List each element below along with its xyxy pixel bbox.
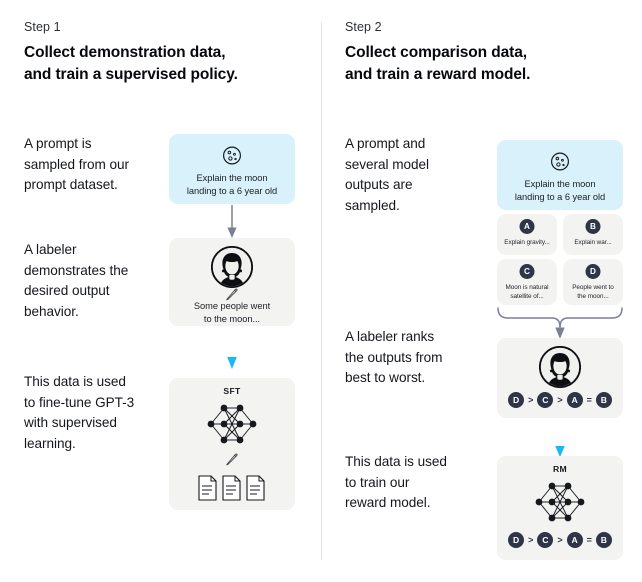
step-2-paragraph-3: This data is used to train our reward mo… [345,454,447,511]
rank-badge-c: C [537,392,554,408]
option-card-a[interactable]: A Explain gravity... [497,214,557,255]
arrow-rank-to-rm-icon [553,422,567,458]
arrow-prompt-to-labeler-icon [225,205,239,239]
option-text-b: Explain war... [574,239,612,246]
pencil-icon [225,452,240,467]
option-text-a: Explain gravity... [504,239,550,246]
rm-model-label: RM [553,464,567,474]
step-2-rank-card[interactable]: D > C > A = B [497,338,623,418]
step-2-prompt-line-1: Explain the moon [524,179,596,189]
rank-op-3: = [586,395,592,405]
step-1-labeler-card[interactable]: Some people went to the moon... [169,238,295,326]
step-1-sft-card[interactable]: SFT [169,378,295,510]
reward-card-ranking: D > C > A = B [497,532,623,548]
arrow-options-brace-icon [493,306,627,340]
step-2-column: Step 2 Collect comparison data, and trai… [321,0,642,582]
pencil-icon [225,287,240,302]
sft-model-label: SFT [223,386,241,396]
rm-badge-d: D [508,532,525,548]
option-text-c: Moon is natural satellite of... [505,284,549,301]
step-1-prompt-line-1: Explain the moon [196,173,268,183]
neural-network-icon [531,478,589,526]
option-badge-b: B [585,219,601,234]
rank-op-2: > [557,395,563,405]
step-1-title-line-1: Collect demonstration data, [24,44,226,61]
step-2-title: Collect comparison data, and train a rew… [345,42,630,86]
rm-badge-c: C [537,532,554,548]
option-card-c[interactable]: C Moon is natural satellite of... [497,259,557,305]
step-1-title: Collect demonstration data, and train a … [24,42,304,86]
rm-badge-a: A [566,532,583,548]
step-1-column: Step 1 Collect demonstration data, and t… [24,20,304,510]
step-1-labeler-line-1: Some people went [193,301,271,311]
labeler-avatar [538,345,582,389]
rank-badge-a: A [566,392,583,408]
rm-op-3: = [586,535,592,545]
option-badge-a: A [519,219,535,234]
step-1-labeler-line-2: to the moon... [203,314,261,324]
rm-op-2: > [557,535,563,545]
step-1-paragraph-3: This data is used to fine-tune GPT-3 wit… [24,374,135,451]
option-badge-c: C [519,264,535,279]
documents-icon [196,474,268,502]
step-2-label: Step 2 [345,20,382,34]
rank-badge-b: B [595,392,612,408]
labeler-avatar [210,245,254,289]
step-1-title-line-2: and train a supervised policy. [24,66,238,83]
step-1-paragraph-2: A labeler demonstrates the desired outpu… [24,242,129,319]
moon-icon [222,145,243,166]
step-2-title-line-2: and train a reward model. [345,66,531,83]
option-text-d: People went to the moon... [572,284,614,301]
step-2-reward-card[interactable]: RM [497,456,623,560]
option-card-b[interactable]: B Explain war... [563,214,623,255]
option-card-d[interactable]: D People went to the moon... [563,259,623,305]
step-2-paragraph-1: A prompt and several model outputs are s… [345,136,429,213]
step-2-prompt-card[interactable]: Explain the moon landing to a 6 year old [497,140,623,210]
step-1-prompt-line-2: landing to a 6 year old [186,186,278,196]
option-badge-d: D [585,264,601,279]
rank-card-ranking: D > C > A = B [497,392,623,408]
rm-op-1: > [528,535,534,545]
arrow-labeler-to-sft-icon [225,330,239,370]
step-1-paragraph-1: A prompt is sampled from our prompt data… [24,136,129,193]
step-2-title-line-1: Collect comparison data, [345,44,527,61]
step-2-prompt-line-2: landing to a 6 year old [514,192,606,202]
column-divider [321,22,322,560]
moon-icon [550,151,571,172]
neural-network-icon [203,400,261,448]
rm-badge-b: B [595,532,612,548]
step-1-label: Step 1 [24,20,61,34]
step-1-prompt-card[interactable]: Explain the moon landing to a 6 year old [169,134,295,204]
rank-badge-d: D [508,392,525,408]
step-2-paragraph-2: A labeler ranks the outputs from best to… [345,329,443,386]
rank-op-1: > [528,395,534,405]
